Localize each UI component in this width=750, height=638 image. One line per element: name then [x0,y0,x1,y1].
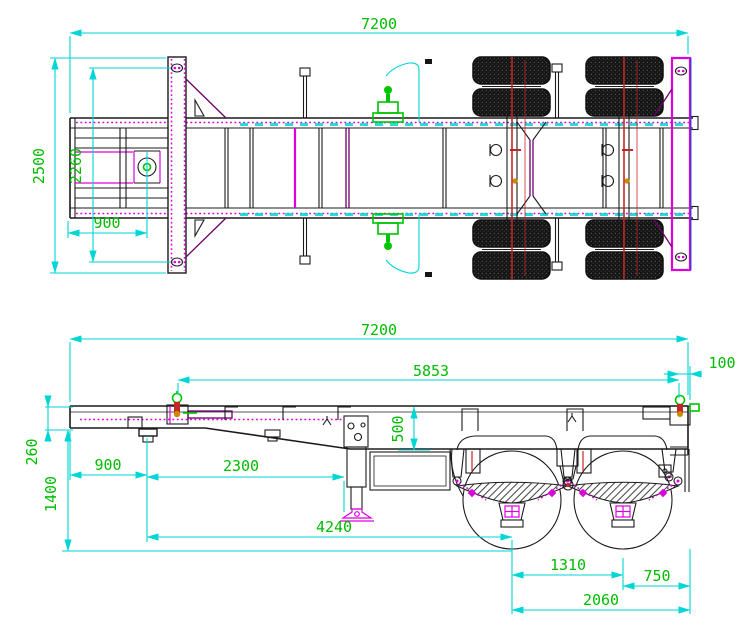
dim-top-overall-length: 7200 [69,15,689,113]
dim-text: 260 [23,438,41,465]
mudguards [450,435,668,497]
suspension-1 [449,448,572,528]
dim-overall-height: 1400 [42,429,72,552]
axle-assembly-1 [472,56,551,280]
dim-text: 7200 [361,321,397,339]
axle-assembly-2 [585,56,664,280]
dim-rear-lock-offset: 100 [664,354,736,400]
side-view: 7200 5853 100 260 1400 [23,321,736,614]
crank-handle-icon [385,59,432,277]
support-block [264,429,281,442]
dim-landing-gear-pos: 2300 [146,457,345,512]
main-beam [69,405,689,456]
dim-text: 100 [708,354,735,372]
center-equalizer [556,448,579,491]
toolbox [369,451,451,491]
twist-lock-icon [674,252,688,262]
dim-text: 5853 [413,362,449,380]
landing-gear-foot [340,508,374,522]
cross-members [224,121,664,215]
dim-text: 2500 [30,148,48,184]
dim-lock-spacing: 5853 [177,362,680,398]
twist-lock-icon [170,63,184,73]
dim-text: 900 [94,456,121,474]
dim-text: 750 [643,567,670,585]
landing-gear-icon [372,86,404,250]
dim-main-beam-depth: 500 [389,406,430,451]
dim-text: 2300 [223,457,259,475]
wheel-2 [573,450,673,550]
twist-lock-icon [170,257,184,267]
dim-text: 7200 [361,15,397,33]
landing-gear-side [340,415,374,522]
dim-text: 500 [389,415,407,442]
dim-text: 2260 [67,148,85,184]
dim-side-kingpin-setback: 900 [69,431,148,542]
dim-kingpin-to-axle: 4240 [146,518,513,614]
dim-text: 4240 [316,518,352,536]
top-view: 7200 2500 2260 900 [30,15,699,280]
dim-text: 2060 [583,591,619,609]
guide-post [551,63,563,271]
rear-underrun [658,449,690,492]
dim-axle-spacing: 1310 [511,556,624,590]
dim-text: 1310 [550,556,586,574]
dim-rear-overhang: 750 [622,549,691,614]
dim-text: 900 [93,214,120,232]
dim-text: 1400 [42,476,60,512]
dim-axle-to-rear: 2060 [511,591,691,614]
rear-bolster [653,56,692,272]
dim-gooseneck-depth: 260 [23,395,73,466]
dim-top-kingpin-setback: 900 [67,152,148,238]
dim-top-overall-width: 2500 [30,57,166,274]
kingpin-side-icon [138,428,158,443]
twist-lock-icon [674,66,688,76]
deck-brackets [224,406,584,431]
front-container-lock-icon [166,391,197,425]
front-bolster [167,56,227,274]
dim-side-overall-length: 7200 [69,321,689,402]
rear-container-lock-icon [642,394,700,426]
guide-post [299,67,311,265]
